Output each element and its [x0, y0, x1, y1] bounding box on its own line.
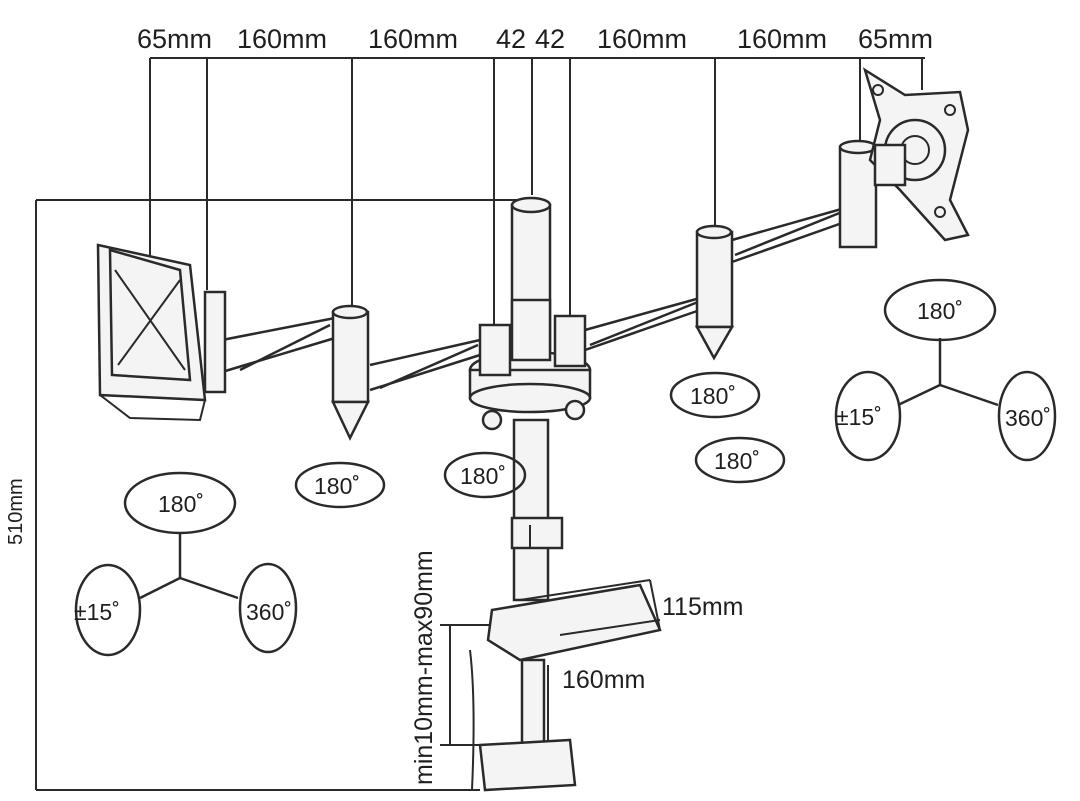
joint-left-label: 180˚	[314, 473, 360, 499]
left-vesa-plate	[96, 243, 207, 422]
left-tilt-up-label: 180˚	[158, 491, 204, 517]
dim-160mm-3: 160mm	[597, 24, 687, 54]
dim-clamp-thickness: min10mm-max90mm	[410, 550, 438, 785]
height-dimension-line	[35, 199, 530, 791]
dim-160mm-1: 160mm	[237, 24, 327, 54]
joint-right-lower-label: 180˚	[714, 448, 760, 474]
left-rotate-label: 360˚	[246, 599, 292, 625]
joint-badges	[294, 371, 786, 509]
dim-65mm-right: 65mm	[858, 24, 933, 54]
joint-right-upper-label: 180˚	[690, 383, 736, 409]
right-tilt-label: ±15˚	[836, 404, 882, 430]
dim-42-left: 42	[496, 24, 526, 54]
left-arm	[203, 290, 481, 441]
dim-115mm: 115mm	[662, 593, 744, 621]
left-rotation-symbol	[74, 471, 298, 657]
desk-clamp	[469, 579, 662, 792]
dim-65mm-left: 65mm	[137, 24, 212, 54]
left-tilt-label: ±15˚	[74, 599, 120, 625]
dim-510mm: 510mm	[5, 478, 27, 545]
central-hub	[468, 298, 592, 431]
right-tilt-up-label: 180˚	[917, 298, 963, 324]
right-arm	[584, 139, 878, 361]
right-rotate-label: 360˚	[1005, 405, 1051, 431]
dim-160mm-clamp: 160mm	[562, 666, 645, 694]
top-dimension-line	[149, 57, 925, 330]
right-vesa-plate	[862, 67, 970, 242]
right-rotation-symbol	[834, 278, 1057, 462]
dim-160mm-4: 160mm	[737, 24, 827, 54]
dim-160mm-2: 160mm	[368, 24, 458, 54]
desk-pole	[510, 196, 564, 602]
joint-center-label: 180˚	[460, 463, 506, 489]
dim-42-right: 42	[535, 24, 565, 54]
